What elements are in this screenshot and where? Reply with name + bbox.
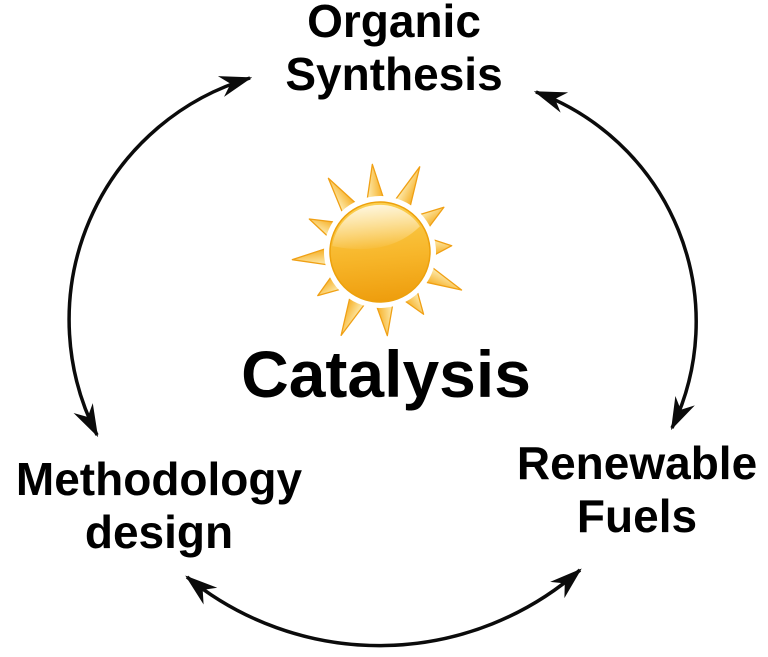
sun-icon xyxy=(291,163,463,337)
node-line: Methodology xyxy=(15,453,303,505)
node-label-methodology-design: Methodology design xyxy=(0,453,359,559)
node-line: design xyxy=(84,506,234,558)
node-label-organic-synthesis: Organic Synthesis xyxy=(194,0,594,101)
arrow-organic-renewable xyxy=(533,90,698,431)
node-line: Organic xyxy=(307,0,481,47)
sun-ray xyxy=(375,302,394,337)
node-line: Synthesis xyxy=(285,48,503,100)
sun-ray xyxy=(366,163,385,202)
node-line: Renewable xyxy=(516,437,758,489)
sun-gloss xyxy=(332,204,420,250)
arrow-organic-methodology xyxy=(67,76,253,438)
arrow-methodology-renewable xyxy=(185,568,582,648)
node-line: Fuels xyxy=(576,490,698,542)
sun-ray xyxy=(291,247,330,266)
node-label-renewable-fuels: Renewable Fuels xyxy=(437,437,768,543)
center-label-catalysis: Catalysis xyxy=(241,337,531,411)
